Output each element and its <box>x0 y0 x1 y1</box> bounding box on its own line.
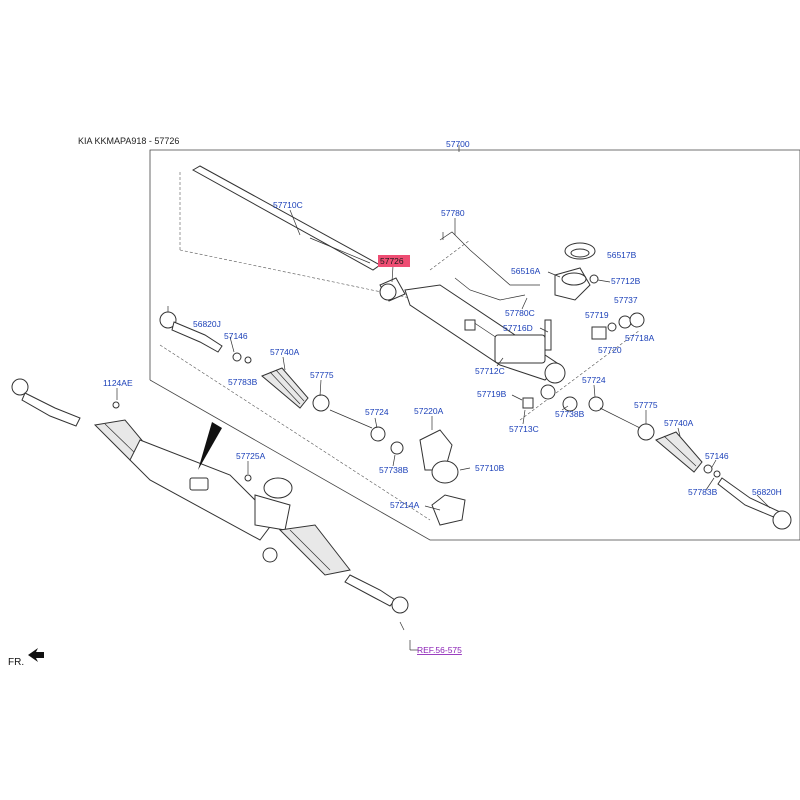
label-57740A-left[interactable]: 57740A <box>270 347 300 357</box>
label-57718A[interactable]: 57718A <box>625 333 655 343</box>
label-57740A-right[interactable]: 57740A <box>664 418 694 428</box>
exploded-view-frame <box>149 145 800 541</box>
label-57780C[interactable]: 57780C <box>505 308 535 318</box>
front-direction-label: FR. <box>8 657 24 668</box>
label-57724-right[interactable]: 57724 <box>582 375 606 385</box>
label-57726[interactable]: 57726 <box>380 256 404 266</box>
bellows-boot-left <box>261 367 330 412</box>
label-57783B-left[interactable]: 57783B <box>228 377 258 387</box>
label-57720[interactable]: 57720 <box>598 345 622 355</box>
leader-lines <box>116 209 771 651</box>
gear-housing <box>404 284 566 400</box>
label-57719B[interactable]: 57719B <box>477 389 507 399</box>
label-57712B[interactable]: 57712B <box>611 276 641 286</box>
assembled-view <box>11 378 409 631</box>
label-57713C[interactable]: 57713C <box>509 424 539 434</box>
tie-rod-right <box>588 396 792 530</box>
label-57710B[interactable]: 57710B <box>475 463 505 473</box>
label-57780[interactable]: 57780 <box>441 208 465 218</box>
mounting-bracket <box>419 429 466 526</box>
ref-link[interactable]: REF.56-575 <box>417 645 462 655</box>
label-57716D[interactable]: 57716D <box>503 323 533 333</box>
label-1124AE[interactable]: 1124AE <box>103 378 133 388</box>
label-57737[interactable]: 57737 <box>614 295 638 305</box>
inner-tie-rod-mid <box>329 409 404 455</box>
label-57719-top[interactable]: 57719 <box>585 310 609 320</box>
label-56820H[interactable]: 56820H <box>752 487 782 497</box>
label-56516A[interactable]: 56516A <box>511 266 541 276</box>
seal-parts <box>522 312 645 412</box>
diagram-title: KIA KKMAPA918 - 57726 <box>78 136 180 146</box>
feed-lines <box>439 231 540 301</box>
label-57738B-mid[interactable]: 57738B <box>379 465 409 475</box>
part-labels: 57700 57710C 57780 57726 56517B 56516A 5… <box>8 139 782 668</box>
bushing-part <box>379 277 406 302</box>
label-57700[interactable]: 57700 <box>446 139 470 149</box>
label-56820J[interactable]: 56820J <box>193 319 221 329</box>
label-57214A[interactable]: 57214A <box>390 500 420 510</box>
rack-bar <box>191 165 381 271</box>
label-57220A[interactable]: 57220A <box>414 406 444 416</box>
label-57724-mid[interactable]: 57724 <box>365 407 389 417</box>
tie-rod-end-left-upper <box>159 306 252 364</box>
label-57710C[interactable]: 57710C <box>273 200 303 210</box>
valve-housing <box>544 242 599 351</box>
label-57146-left[interactable]: 57146 <box>224 331 248 341</box>
selected-part-highlight <box>378 255 410 267</box>
label-57775-right[interactable]: 57775 <box>634 400 658 410</box>
label-56517B[interactable]: 56517B <box>607 250 637 260</box>
front-arrow-icon <box>28 648 44 662</box>
label-57146-right[interactable]: 57146 <box>705 451 729 461</box>
label-57783B-right[interactable]: 57783B <box>688 487 718 497</box>
label-57738B-right[interactable]: 57738B <box>555 409 585 419</box>
label-57725A[interactable]: 57725A <box>236 451 266 461</box>
label-57712C[interactable]: 57712C <box>475 366 505 376</box>
label-57775-left[interactable]: 57775 <box>310 370 334 380</box>
